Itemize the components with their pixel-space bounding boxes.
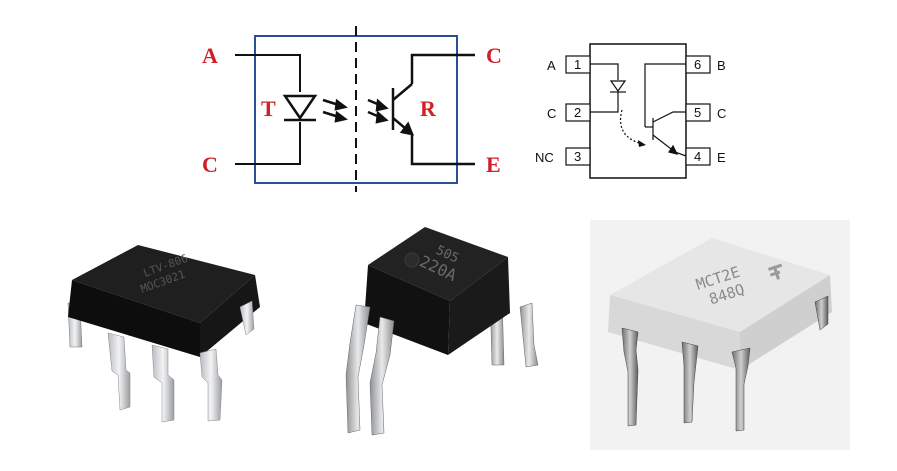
pin-5: 5 C [685, 103, 726, 122]
label-emitter: E [486, 152, 501, 177]
phototransistor-symbol [391, 53, 475, 166]
chip-1-pins [107, 300, 255, 423]
pin-6: 6 B [685, 55, 726, 74]
chip-2-top [368, 227, 508, 301]
chip-3-pins [621, 295, 829, 432]
label-transmitter: T [261, 96, 276, 121]
pinout-diagram: 1 A 2 C 3 NC 6 B 5 C 4 E [535, 43, 726, 179]
light-arrows-icon [322, 98, 389, 124]
manufacturer-logo-icon [768, 263, 783, 280]
anode-wire [235, 54, 301, 92]
optocoupler-schematic: A C T R C E [202, 26, 502, 192]
label-cathode: C [202, 152, 218, 177]
pin-3-number: 3 [574, 149, 581, 164]
chip-photo-1: LTV-806 MOC3021 [67, 245, 260, 423]
chip-3-top [610, 238, 830, 332]
internal-light-arrowhead-icon [638, 140, 646, 147]
chip-2-pins [345, 302, 539, 436]
pin-5-number: 5 [694, 105, 701, 120]
package-outline [254, 35, 458, 184]
label-anode: A [202, 43, 218, 68]
label-receiver: R [420, 96, 437, 121]
internal-transistor-symbol [644, 63, 687, 157]
pin-1-number: 1 [574, 57, 581, 72]
pin-5-label: C [717, 106, 726, 121]
chip-photo-3: MCT2E 848Q [608, 238, 832, 432]
chip-2-pin1-dimple [404, 252, 420, 268]
internal-led-symbol [590, 63, 627, 113]
cathode-wire [235, 122, 301, 165]
chip-1-top [72, 245, 255, 323]
pin-2-number: 2 [574, 105, 581, 120]
pin-4-label: E [717, 150, 726, 165]
chip-photo-2: 505 220A [345, 227, 539, 436]
pin-1-label: A [547, 58, 556, 73]
pin-6-number: 6 [694, 57, 701, 72]
pin-4: 4 E [685, 147, 726, 166]
pin-4-number: 4 [694, 149, 701, 164]
pin-3-label: NC [535, 150, 554, 165]
pin-6-label: B [717, 58, 726, 73]
led-diode-symbol [282, 94, 318, 122]
pin-2: 2 C [547, 103, 591, 122]
label-collector: C [486, 43, 502, 68]
pin-1: 1 A [547, 55, 591, 74]
pin-2-label: C [547, 106, 556, 121]
pin-3: 3 NC [535, 147, 591, 166]
ic-body [589, 43, 687, 179]
